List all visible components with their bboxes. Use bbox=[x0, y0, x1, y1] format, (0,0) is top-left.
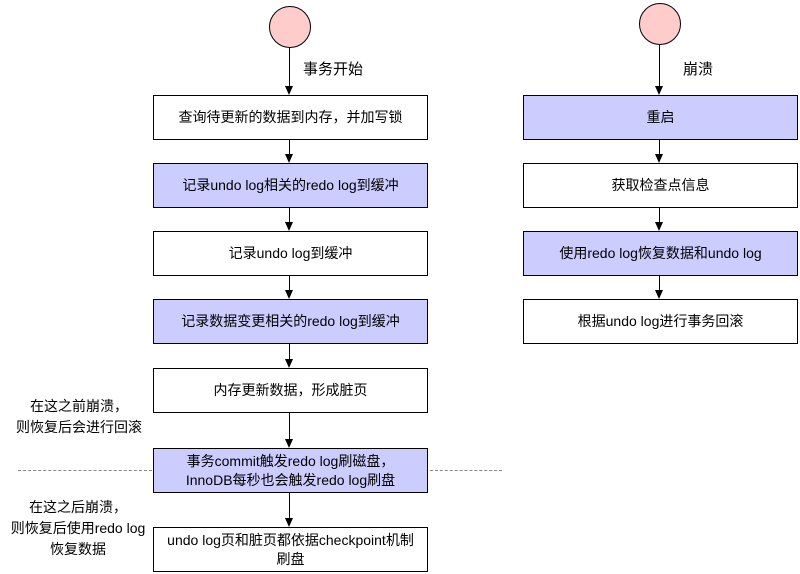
node-record-undolog-buffer: 记录undo log到缓冲 bbox=[153, 231, 428, 276]
transaction-start-circle bbox=[269, 6, 311, 48]
dashed-divider-right bbox=[430, 470, 502, 471]
node-memory-update-dirty-page: 内存更新数据，形成脏页 bbox=[153, 368, 428, 413]
arrow-down-icon bbox=[655, 140, 664, 163]
node-get-checkpoint-info: 获取检查点信息 bbox=[523, 163, 798, 208]
edge-label-crash: 崩溃 bbox=[683, 61, 714, 78]
annotation-after-crash: 在这之后崩溃， 则恢复后使用redo log 恢复数据 bbox=[10, 499, 146, 557]
node-commit-flush-redolog: 事务commit触发redo log刷磁盘， InnoDB每秒也会触发redo … bbox=[153, 448, 428, 493]
node-record-datachange-redolog-buffer: 记录数据变更相关的redo log到缓冲 bbox=[153, 299, 428, 344]
node-redolog-recover-data-undolog: 使用redo log恢复数据和undo log bbox=[523, 231, 798, 276]
arrow-down-icon bbox=[285, 344, 294, 368]
arrow-down-icon bbox=[285, 276, 294, 299]
arrow-down-icon bbox=[655, 208, 664, 231]
arrow-down-icon bbox=[285, 493, 294, 527]
node-checkpoint-flush: undo log页和脏页都依据checkpoint机制 刷盘 bbox=[153, 527, 428, 572]
arrow-down-icon bbox=[285, 140, 294, 163]
crash-start-circle bbox=[639, 3, 681, 45]
node-record-undolog-redolog-buffer: 记录undo log相关的redo log到缓冲 bbox=[153, 163, 428, 208]
node-undolog-transaction-rollback: 根据undo log进行事务回滚 bbox=[523, 299, 798, 344]
dashed-divider-left bbox=[18, 470, 152, 471]
arrow-down-icon bbox=[285, 48, 294, 95]
arrow-down-icon bbox=[285, 413, 294, 448]
arrow-down-icon bbox=[655, 276, 664, 299]
node-query-data-to-memory: 查询待更新的数据到内存，并加写锁 bbox=[153, 95, 428, 140]
arrow-down-icon bbox=[655, 45, 664, 95]
node-restart: 重启 bbox=[523, 95, 798, 140]
annotation-before-crash: 在这之前崩溃， 则恢复后会进行回滚 bbox=[16, 398, 142, 435]
arrow-down-icon bbox=[285, 208, 294, 231]
edge-label-transaction-start: 事务开始 bbox=[303, 61, 364, 78]
